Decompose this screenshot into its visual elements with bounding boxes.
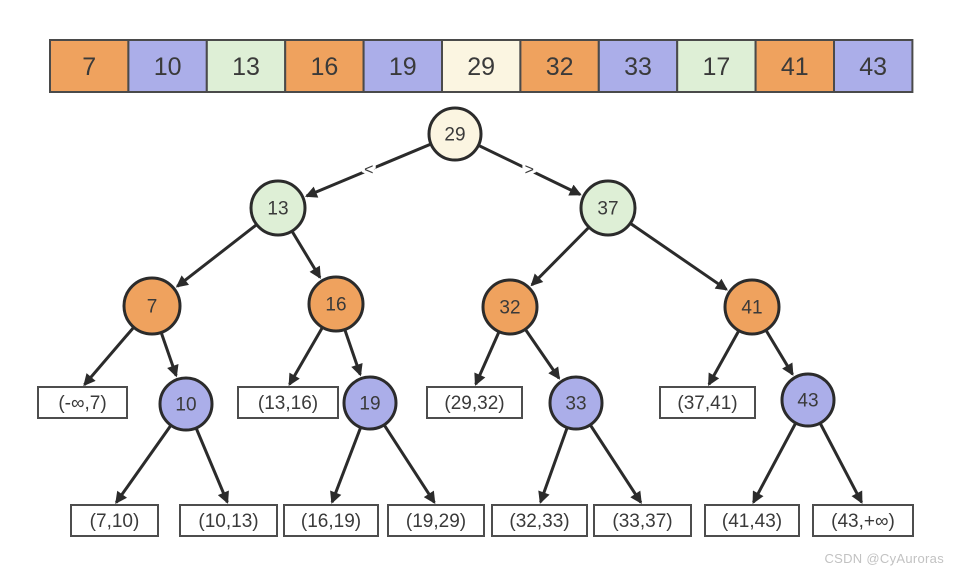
interval-box-label: (32,33)	[509, 511, 569, 532]
tree-node-13: 13	[249, 179, 307, 237]
tree-node-37: 37	[579, 179, 637, 237]
array-cell-value: 16	[310, 53, 338, 81]
array-cell: 41	[754, 39, 835, 93]
tree-node-label: 10	[175, 395, 196, 416]
interval-box-b_13_16: (13,16)	[237, 386, 339, 419]
edge-labels: <>	[361, 158, 537, 181]
tree-node-29: 29	[427, 106, 483, 162]
interval-box-label: (43,+∞)	[831, 511, 895, 532]
interval-box-b_19_29: (19,29)	[387, 504, 485, 537]
array-cell-value: 33	[624, 53, 652, 81]
interval-boxes: (-∞,7) (13,16) (29,32) (37,41) (7,10) (10,13)…	[37, 386, 914, 537]
interval-box-b_7_10: (7,10)	[70, 504, 159, 537]
array-cell: 13	[205, 39, 287, 93]
tree-node-16: 16	[307, 275, 365, 333]
edge-comparison-label: <	[364, 162, 373, 179]
tree-node-label: 37	[597, 199, 618, 220]
array-cell: 19	[362, 39, 444, 93]
interval-box-label: (19,29)	[406, 511, 466, 532]
interval-box-b_33_37: (33,37)	[593, 504, 692, 537]
array-cell: 10	[127, 39, 208, 93]
interval-box-label: (41,43)	[722, 511, 782, 532]
interval-box-label: (29,32)	[444, 393, 504, 414]
array-cell: 33	[597, 39, 679, 93]
array-cell-value: 17	[702, 53, 730, 81]
array-cell: 16	[284, 39, 365, 93]
interval-box-b_29_32: (29,32)	[426, 386, 523, 419]
interval-box-b_43_inf: (43,+∞)	[812, 504, 914, 537]
array-cell: 17	[676, 39, 757, 93]
tree-node-7: 7	[122, 276, 182, 336]
tree-node-label: 41	[741, 298, 762, 319]
tree-node-label: 19	[359, 394, 380, 415]
interval-box-b_37_41: (37,41)	[659, 386, 756, 419]
interval-box-label: (33,37)	[612, 511, 672, 532]
array-cell-value: 7	[82, 53, 96, 81]
interval-box-b_32_33: (32,33)	[491, 504, 588, 537]
array-cell-value: 41	[781, 53, 809, 81]
tree-node-label: 33	[565, 394, 586, 415]
tree-node-label: 16	[325, 295, 346, 316]
interval-box-label: (37,41)	[677, 393, 737, 414]
array-cell: 29	[441, 39, 522, 93]
edge-comparison-label: >	[525, 161, 534, 178]
tree-node-41: 41	[723, 278, 781, 336]
array-cell-value: 13	[232, 53, 260, 81]
array-cell-value: 32	[546, 53, 574, 81]
tree-node-33: 33	[548, 375, 604, 431]
sorted-array: 7 10 13 16 19 29 32 33 17 41 43	[49, 39, 914, 93]
array-cell-value: 10	[154, 53, 182, 81]
tree-node-label: 43	[797, 391, 818, 412]
array-cell-value: 43	[859, 53, 887, 81]
interval-box-label: (7,10)	[90, 511, 140, 532]
tree-node-19: 19	[342, 375, 398, 431]
array-cell: 32	[519, 39, 600, 93]
tree-node-43: 43	[780, 372, 836, 428]
tree-node-label: 32	[499, 298, 520, 319]
tree-nodes: 29 13 37 7 16 32 41 10 19 33 43	[122, 106, 836, 432]
tree-node-32: 32	[481, 278, 539, 336]
tree-node-label: 7	[147, 297, 158, 318]
interval-box-b_ninf_7: (-∞,7)	[37, 386, 128, 419]
interval-box-b_16_19: (16,19)	[283, 504, 379, 537]
tree-node-label: 29	[444, 125, 465, 146]
tree-node-10: 10	[158, 376, 214, 432]
interval-box-label: (-∞,7)	[58, 393, 106, 414]
interval-box-b_10_13: (10,13)	[179, 504, 278, 537]
interval-box-b_41_43: (41,43)	[704, 504, 800, 537]
array-cell: 43	[833, 39, 914, 93]
array-cell-value: 19	[389, 53, 417, 81]
interval-box-label: (13,16)	[258, 393, 318, 414]
array-cell-value: 29	[467, 53, 495, 81]
tree-node-label: 13	[267, 199, 288, 220]
interval-box-label: (16,19)	[301, 511, 361, 532]
interval-box-label: (10,13)	[198, 511, 258, 532]
array-cell: 7	[49, 39, 130, 93]
watermark: CSDN @CyAuroras	[824, 551, 944, 566]
